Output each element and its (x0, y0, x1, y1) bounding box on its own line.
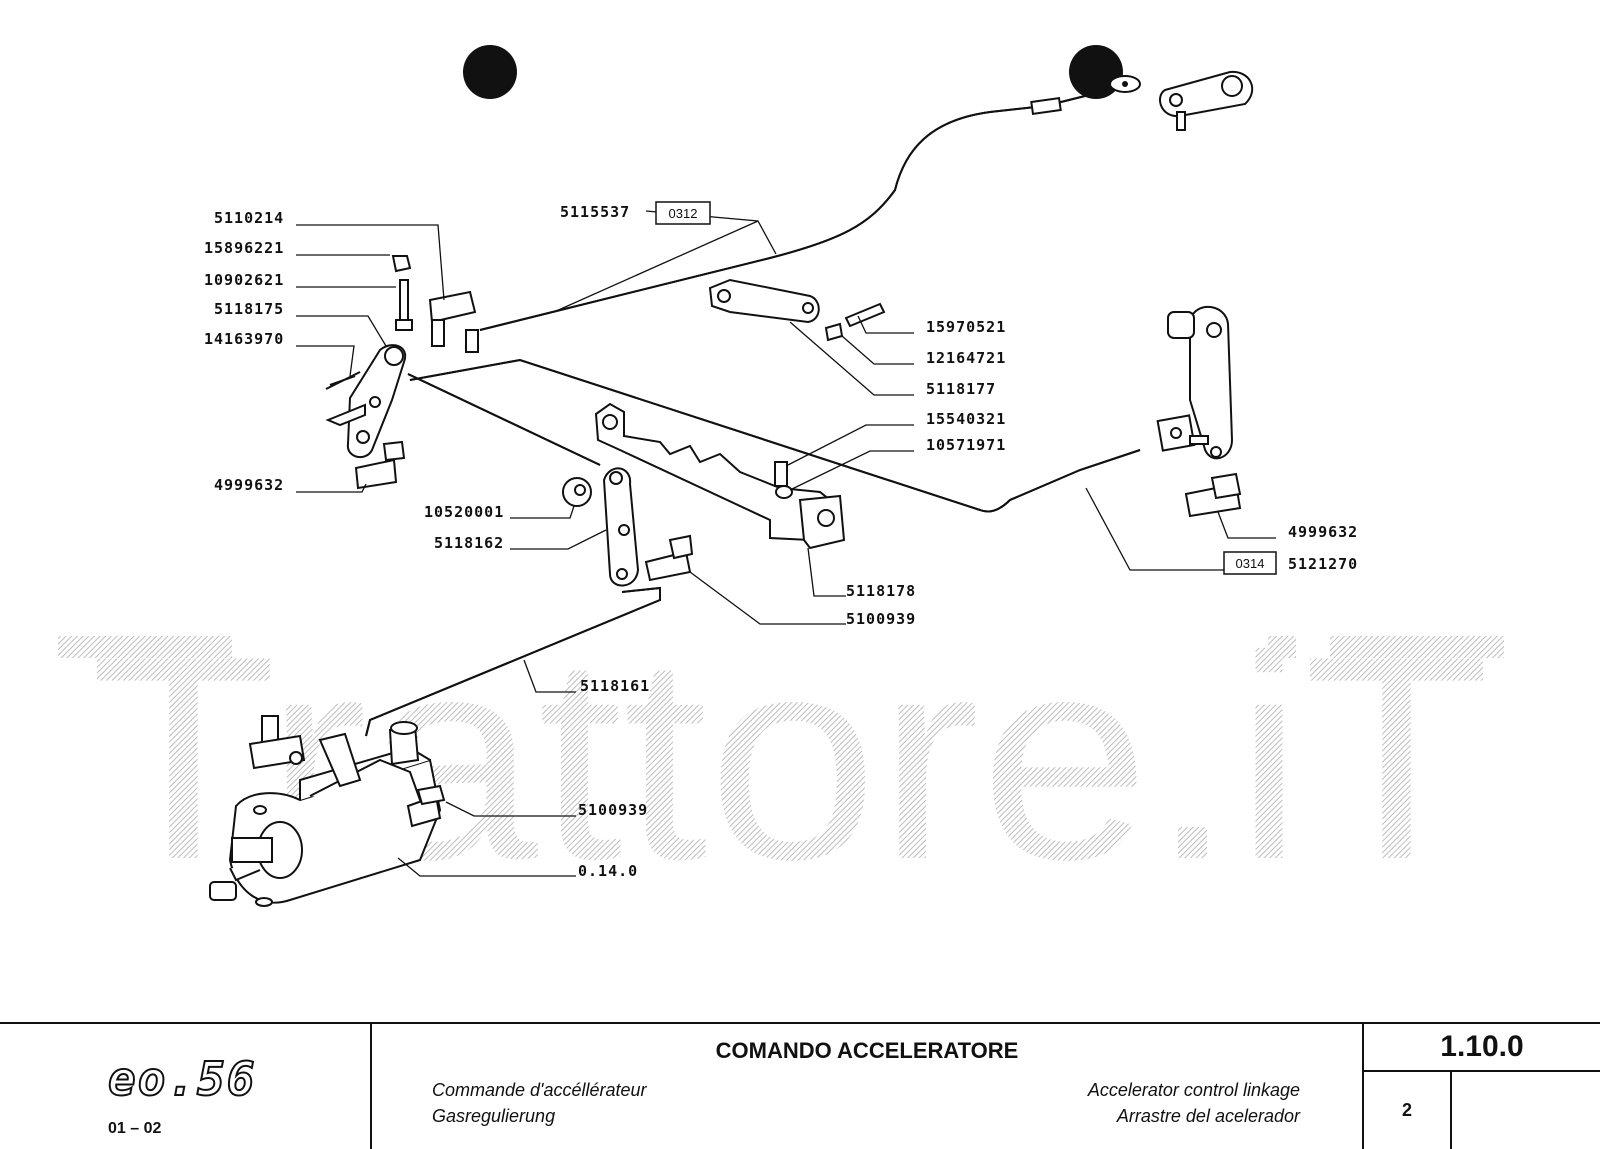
title-block: eo.56 01 – 02 COMANDO ACCELERATORE Comma… (0, 1022, 1600, 1149)
callout-label: 5118175 (214, 300, 284, 318)
svg-text:0312: 0312 (669, 206, 698, 221)
title-cell: COMANDO ACCELERATORE Commande d'accéllér… (372, 1024, 1364, 1149)
page-number: 2 (1402, 1100, 1413, 1120)
callout-label: 4999632 (214, 476, 284, 494)
callout-label: 10902621 (204, 271, 284, 289)
callout-label: 4999632 (1288, 523, 1358, 541)
model-logo: eo.56 (107, 1051, 257, 1107)
section-code-box: 1.10.0 (1364, 1024, 1600, 1072)
title-english: Accelerator control linkage (1087, 1080, 1300, 1100)
svg-text:0314: 0314 (1236, 556, 1265, 571)
callout-label: 5118178 (846, 582, 916, 600)
callout-label: 0.14.0 (578, 862, 638, 880)
linkage-drawing (209, 70, 1254, 907)
callout-label: 15540321 (926, 410, 1006, 428)
callout-label: 10571971 (926, 436, 1006, 454)
callout-label: 5100939 (578, 801, 648, 819)
code-cell: 1.10.0 2 (1364, 1024, 1600, 1149)
revision: 01 – 02 (108, 1120, 162, 1137)
parts-diagram: Trattore.iT (58, 45, 1504, 920)
callout-label: 5100939 (846, 610, 916, 628)
callout-label: 5110214 (214, 209, 284, 227)
callout-label: 15896221 (204, 239, 284, 257)
callout-label: 14163970 (204, 330, 284, 348)
callout-label: 5118177 (926, 380, 996, 398)
title-french: Commande d'accéllérateur (432, 1080, 647, 1100)
callout-label: 12164721 (926, 349, 1006, 367)
page-title: COMANDO ACCELERATORE (715, 1038, 1019, 1063)
ref-box-0314: 0314 (1223, 551, 1277, 575)
callout-label: 5118161 (580, 677, 650, 695)
ref-box-0312: 0312 (655, 201, 711, 225)
callout-label: 10520001 (424, 503, 504, 521)
callout-label: 5118162 (434, 534, 504, 552)
punch-hole-left (463, 45, 517, 99)
section-code: 1.10.0 (1440, 1030, 1524, 1063)
page-divider (1450, 1072, 1452, 1149)
model-cell: eo.56 01 – 02 (0, 1024, 372, 1149)
callout-label: 5115537 (560, 203, 630, 221)
leader-lines (296, 210, 1276, 877)
callout-label: 5121270 (1288, 555, 1358, 573)
page-box: 2 (1364, 1072, 1600, 1149)
callout-label: 15970521 (926, 318, 1006, 336)
callout-labels: 5110214 15896221 10902621 5118175 141639… (204, 203, 1358, 880)
title-spanish: Arrastre del acelerador (1116, 1106, 1300, 1126)
title-german: Gasregulierung (432, 1106, 556, 1126)
